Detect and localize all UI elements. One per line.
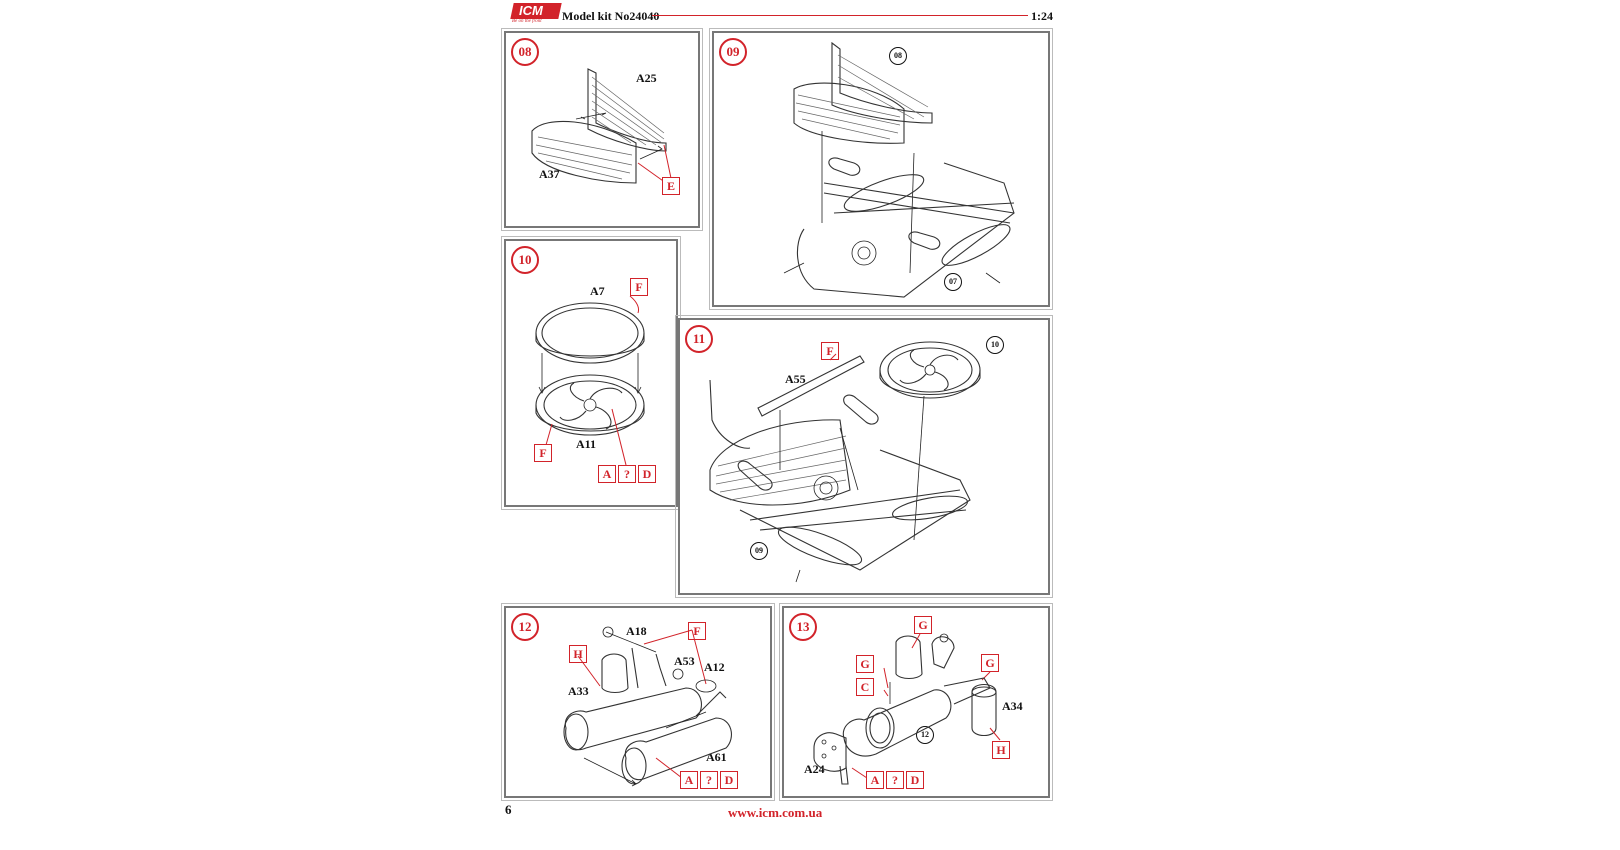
- kit-scale: 1:24: [1031, 9, 1053, 23]
- color-code-box: A: [680, 771, 698, 789]
- step-12-panel: 12 A18 F A53 A12 H A33 A61 A ? D: [501, 603, 775, 801]
- step-13-panel: 13 G G C G A34 12 H A24 A ? D: [779, 603, 1053, 801]
- part-label: A33: [568, 684, 589, 698]
- part-label: A7: [590, 284, 605, 298]
- step-08-drawing: [531, 68, 673, 184]
- color-code-box: H: [569, 645, 587, 663]
- step-number: 10: [511, 246, 539, 274]
- kit-title: Model kit No24040: [562, 9, 660, 23]
- part-label: A53: [674, 654, 695, 668]
- part-label: A12: [704, 660, 725, 674]
- color-code-box: G: [856, 655, 874, 673]
- step-number: 13: [789, 613, 817, 641]
- step-10-drawing: [535, 295, 645, 466]
- step-09-panel: 09 08 07: [709, 28, 1053, 310]
- step-11-drawing: [709, 341, 981, 583]
- step-reference-circle: 09: [750, 542, 768, 560]
- footer-url[interactable]: www.icm.com.ua: [728, 805, 823, 820]
- color-code-box: D: [906, 771, 924, 789]
- step-number: 09: [719, 38, 747, 66]
- color-code-box: ?: [700, 771, 718, 789]
- part-label: A18: [626, 624, 647, 638]
- color-code-box: C: [856, 678, 874, 696]
- color-code-box: E: [662, 177, 680, 195]
- part-label: A37: [539, 167, 560, 181]
- step-11-panel: 11 F A55 10 09: [675, 315, 1053, 598]
- color-code-box: F: [630, 278, 648, 296]
- step-08-panel: 08 A25 A37 E: [501, 28, 703, 231]
- color-code-box: F: [688, 622, 706, 640]
- header: ICM Be on the front Model kit No24040 1:…: [500, 3, 1060, 27]
- step-number: 11: [685, 325, 713, 353]
- color-code-box: A: [598, 465, 616, 483]
- color-code-box: G: [914, 616, 932, 634]
- part-label: A34: [1002, 699, 1023, 713]
- color-code-box: D: [720, 771, 738, 789]
- part-label: A11: [576, 437, 597, 451]
- color-code-box: F: [534, 444, 552, 462]
- logo-text: ICM: [519, 3, 543, 18]
- step-reference-circle: 10: [986, 336, 1004, 354]
- header-rule: [652, 15, 1028, 16]
- step-number: 08: [511, 38, 539, 66]
- step-13-drawing: [813, 633, 1001, 785]
- part-label: A25: [636, 71, 657, 85]
- step-09-drawing: [783, 41, 1015, 298]
- step-reference-circle: 07: [944, 273, 962, 291]
- page-number: 6: [505, 802, 512, 817]
- step-number: 12: [511, 613, 539, 641]
- color-code-box: ?: [886, 771, 904, 789]
- color-code-box: H: [992, 741, 1010, 759]
- color-code-box: D: [638, 465, 656, 483]
- logo-tagline: Be on the front: [512, 19, 542, 24]
- step-10-panel: 10 A7 F F A11 A ? D: [501, 236, 681, 510]
- part-label: A24: [804, 762, 825, 776]
- color-code-box: A: [866, 771, 884, 789]
- color-code-box: G: [981, 654, 999, 672]
- color-code-box: ?: [618, 465, 636, 483]
- step-12-drawing: [563, 626, 732, 787]
- part-label: A55: [785, 372, 806, 386]
- step-reference-circle: 08: [889, 47, 907, 65]
